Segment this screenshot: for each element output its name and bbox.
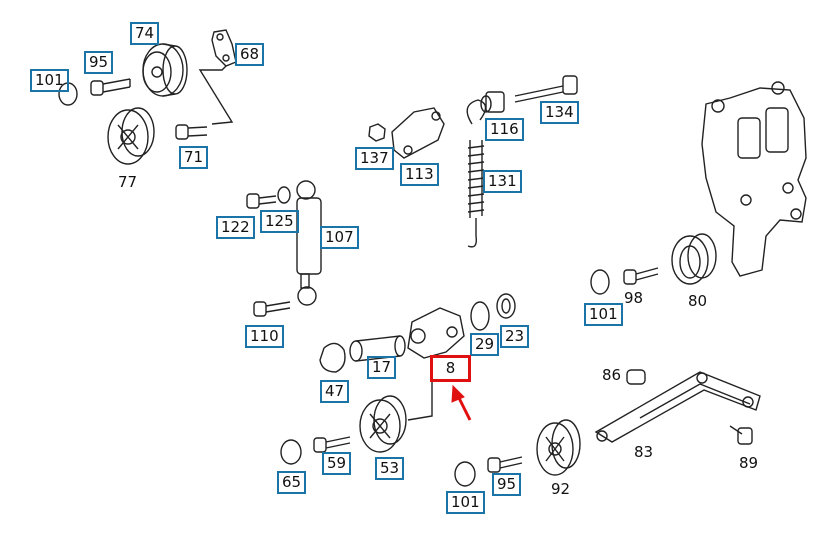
- spring-131-part: [466, 99, 487, 248]
- callout-107[interactable]: 107: [320, 226, 359, 249]
- callout-101-right[interactable]: 101: [584, 303, 623, 326]
- label-92: 92: [551, 480, 571, 498]
- callout-17[interactable]: 17: [367, 356, 397, 379]
- cap-65-part: [280, 439, 302, 465]
- damper-107-part: [296, 180, 322, 306]
- cap-101-bottom-part: [454, 461, 476, 487]
- highlight-arrow: [451, 384, 472, 421]
- callout-8-highlighted[interactable]: 8: [430, 355, 471, 382]
- label-86: 86: [602, 366, 622, 384]
- bolt-95-part: [90, 78, 131, 96]
- bracket-83-part: [594, 371, 761, 443]
- callout-134[interactable]: 134: [540, 101, 579, 124]
- bolt-71-part: [175, 124, 208, 140]
- engine-bracket-part: [701, 81, 807, 277]
- callout-29[interactable]: 29: [470, 333, 500, 356]
- pulley-74-part: [142, 43, 188, 97]
- bolt-98-part: [623, 267, 659, 285]
- bolt-134-part: [514, 75, 578, 103]
- pulley-53-part: [359, 395, 407, 453]
- bolt-59-part: [313, 436, 351, 453]
- callout-23[interactable]: 23: [500, 325, 530, 348]
- washer-125-part: [277, 186, 291, 204]
- label-83: 83: [634, 443, 654, 461]
- callout-95-bottom[interactable]: 95: [492, 473, 522, 496]
- callout-74[interactable]: 74: [130, 22, 160, 45]
- cap-47-part: [319, 342, 346, 373]
- callout-68[interactable]: 68: [235, 43, 265, 66]
- label-80: 80: [688, 292, 708, 310]
- callout-110[interactable]: 110: [245, 325, 284, 348]
- callout-101-bottom[interactable]: 101: [446, 491, 485, 514]
- bush-116-part: [480, 91, 505, 113]
- bolt-89-part: [729, 425, 753, 445]
- bolt-86-part: [626, 369, 646, 385]
- bolt-110-part: [253, 301, 291, 317]
- label-77: 77: [118, 173, 138, 191]
- callout-101[interactable]: 101: [30, 69, 69, 92]
- callout-113[interactable]: 113: [400, 163, 439, 186]
- callout-125[interactable]: 125: [260, 210, 299, 233]
- ring-29-part: [470, 301, 490, 331]
- callout-65[interactable]: 65: [277, 471, 307, 494]
- seal-23-part: [496, 293, 516, 319]
- bolt-122-part: [246, 193, 277, 209]
- cap-101-right-part: [590, 269, 610, 295]
- callout-137[interactable]: 137: [355, 147, 394, 170]
- plate-113-part: [391, 107, 445, 159]
- callout-122[interactable]: 122: [216, 216, 255, 239]
- bolt-95-bottom-part: [487, 456, 523, 473]
- callout-131[interactable]: 131: [483, 170, 522, 193]
- nut-137-part: [368, 123, 386, 142]
- callout-59[interactable]: 59: [322, 452, 352, 475]
- pulley-92-part: [536, 419, 581, 476]
- callout-47[interactable]: 47: [320, 380, 350, 403]
- bracket-68-part: [211, 29, 237, 67]
- callout-116[interactable]: 116: [485, 118, 524, 141]
- callout-95[interactable]: 95: [84, 51, 114, 74]
- pulley-80-part: [671, 233, 717, 285]
- label-98: 98: [624, 289, 644, 307]
- pulley-77-part: [107, 107, 155, 165]
- label-89: 89: [739, 454, 759, 472]
- callout-71[interactable]: 71: [179, 146, 209, 169]
- callout-53[interactable]: 53: [375, 457, 405, 480]
- leader-68-71: [198, 65, 234, 125]
